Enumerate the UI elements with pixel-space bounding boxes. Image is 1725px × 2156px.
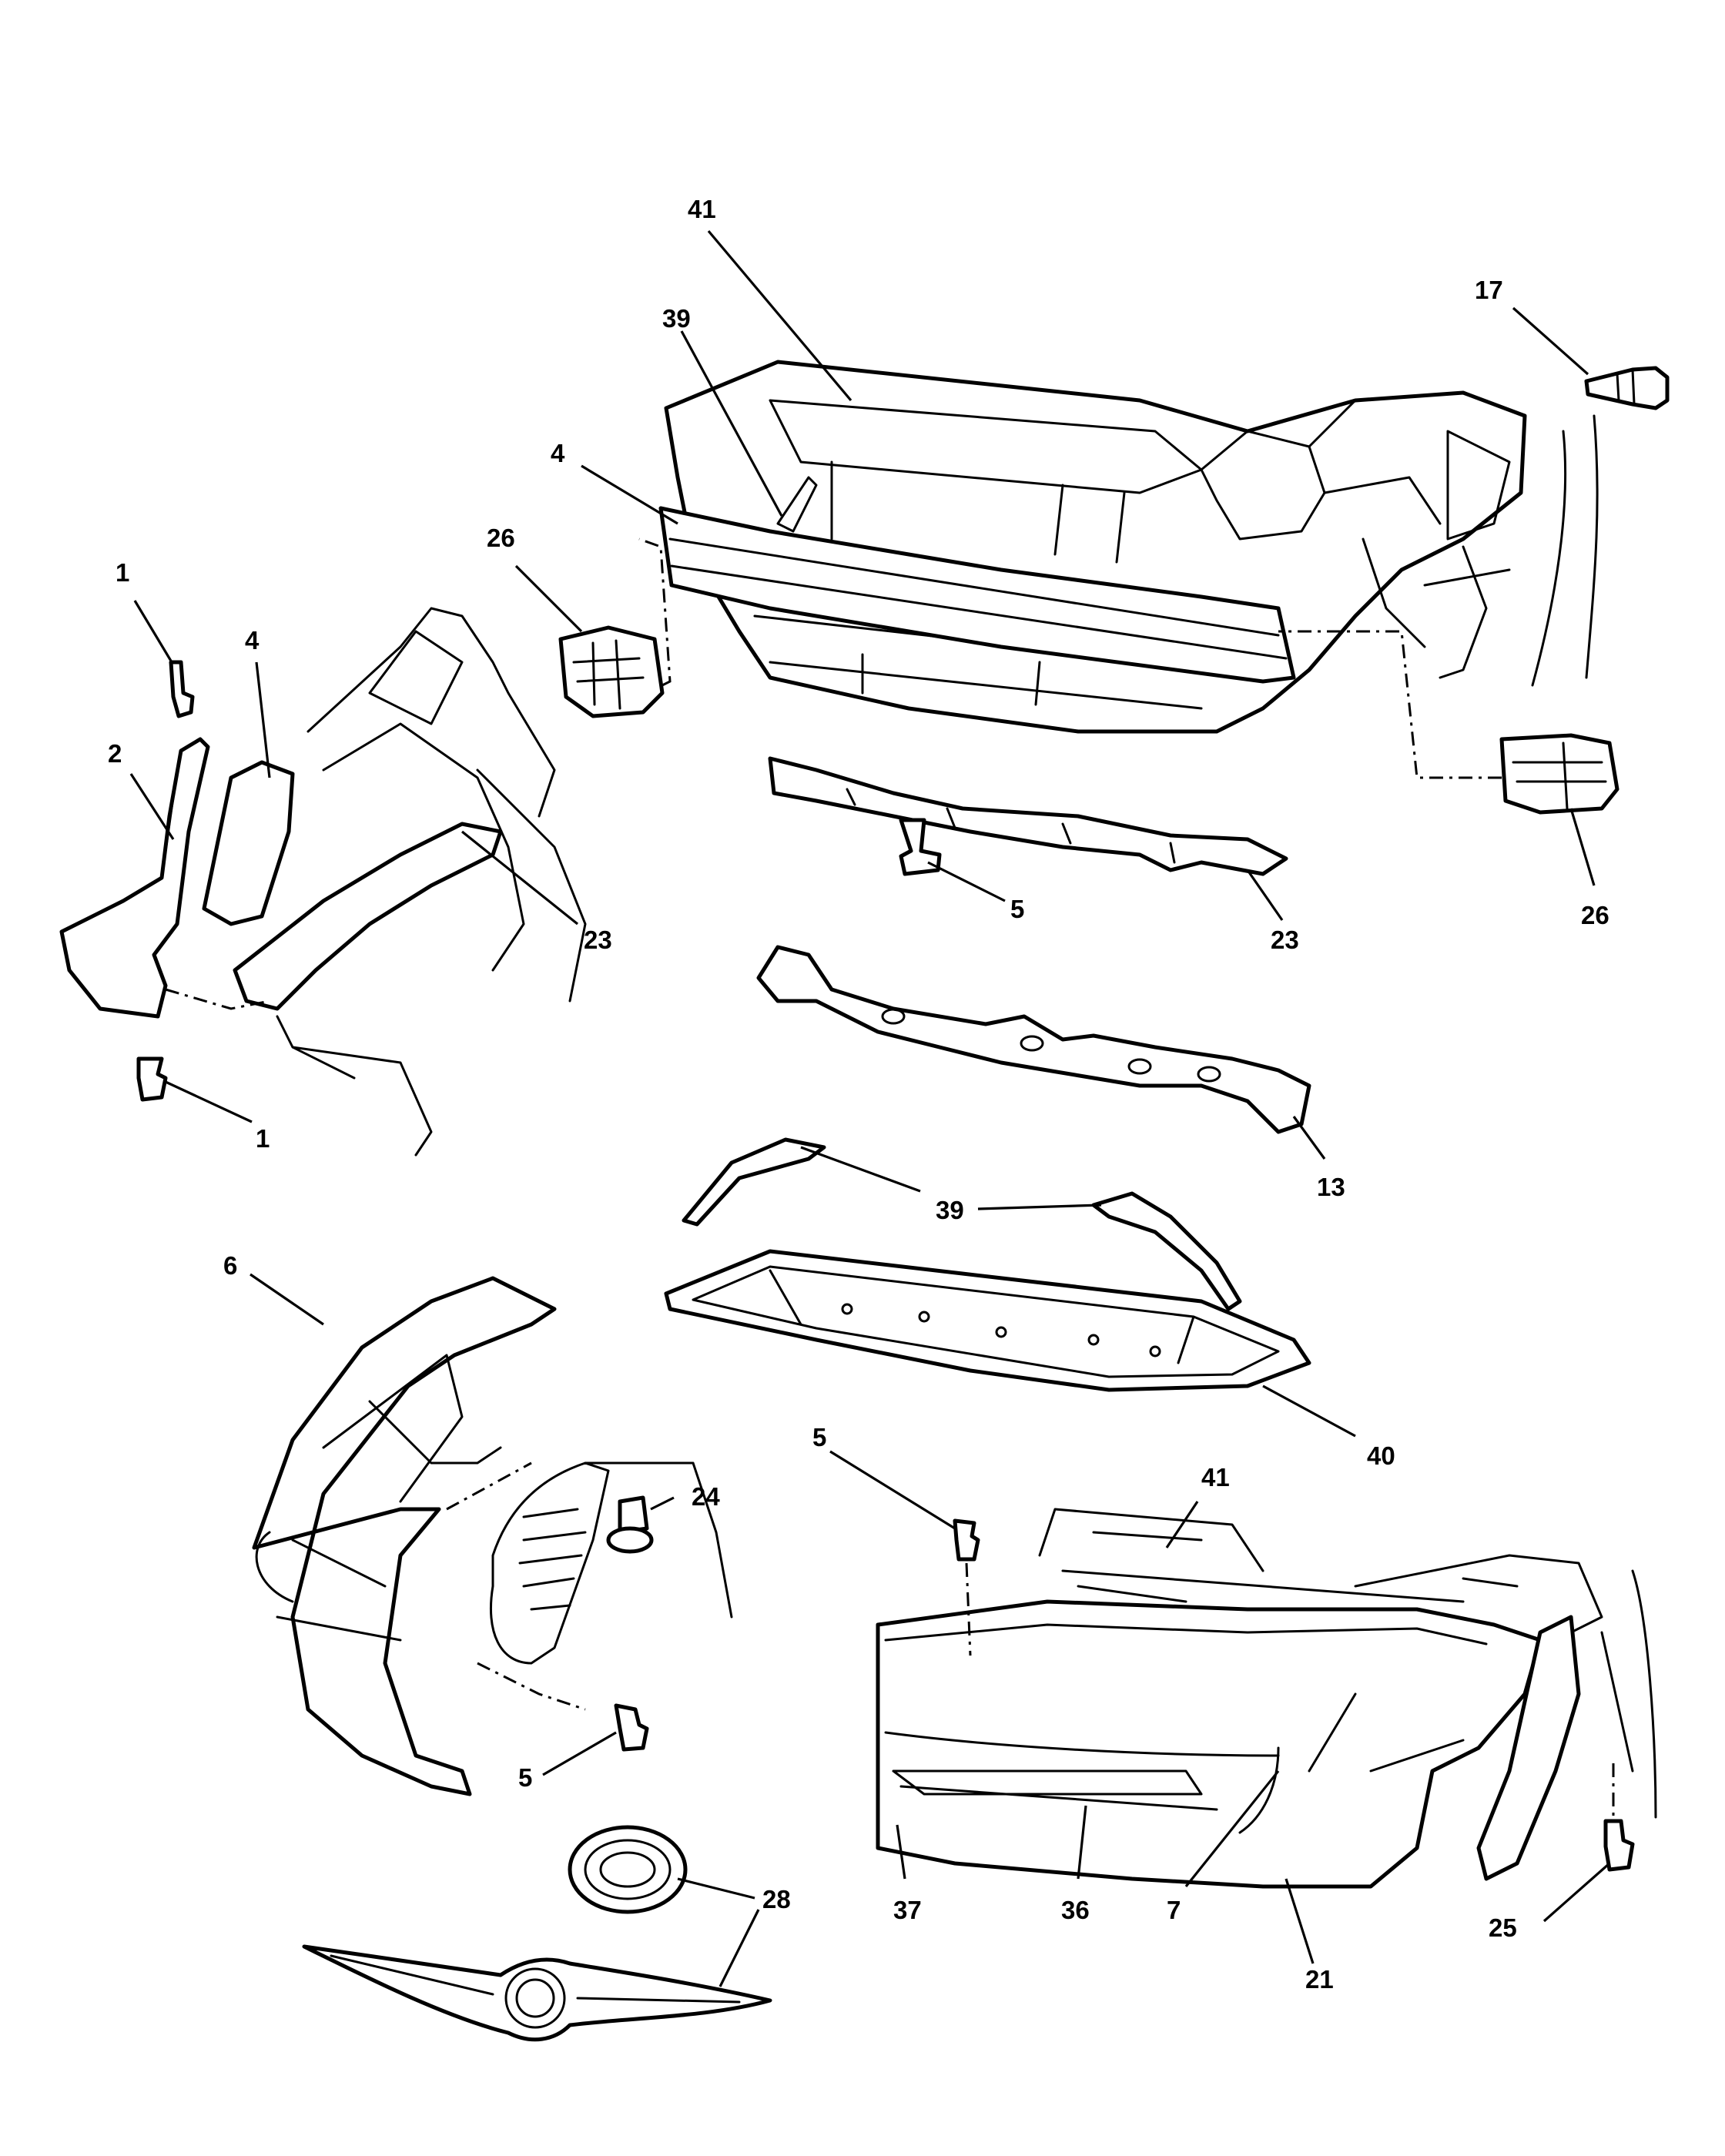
callout-5-upper: 5 xyxy=(1010,895,1024,923)
callout-26-right: 26 xyxy=(1581,901,1609,929)
left-fender-support-inset xyxy=(276,607,587,1157)
callout-24: 24 xyxy=(692,1482,720,1511)
callout-25: 25 xyxy=(1489,1913,1517,1942)
bumper-reinforcement-bar xyxy=(658,506,1296,684)
callout-37: 37 xyxy=(893,1896,922,1924)
callout-6: 6 xyxy=(223,1251,237,1280)
push-pin-fastener-5-upper xyxy=(899,818,942,876)
callout-23-inset: 23 xyxy=(584,926,612,954)
callout-1-upper: 1 xyxy=(116,558,129,587)
hood-emblem-28 xyxy=(568,1825,688,1914)
fender-liner xyxy=(489,1461,733,1665)
callout-41-top: 41 xyxy=(688,195,716,223)
callout-labels: 41 39 17 4 26 1 4 2 23 1 5 23 26 13 39 6… xyxy=(108,195,1609,1994)
callout-23-right: 23 xyxy=(1271,926,1299,954)
leader-lines xyxy=(129,229,1611,1987)
right-fender-edge xyxy=(1600,1569,1657,1819)
callout-2: 2 xyxy=(108,739,122,768)
fascia-support-bracket-23 xyxy=(768,756,1288,876)
callout-5-lower-left: 5 xyxy=(518,1763,532,1792)
fascia-corner-mounting-line xyxy=(446,1461,586,1711)
push-pin-fastener-5-lower-left xyxy=(614,1703,649,1752)
callout-36: 36 xyxy=(1061,1896,1090,1924)
isolator-26-left-mounting-line xyxy=(638,537,672,687)
shield-4-inset xyxy=(202,760,295,926)
push-pin-fastener-17 xyxy=(1584,366,1670,410)
splash-shield-2 xyxy=(59,737,210,1019)
push-pin-fastener-1-lower xyxy=(136,1056,168,1102)
bracket-23-inset xyxy=(233,822,503,1011)
fascia-retainer-bracket-13 xyxy=(756,945,1311,1134)
callout-4-top: 4 xyxy=(551,439,565,467)
push-pin-fastener-5-lower-right xyxy=(953,1518,980,1562)
callout-21: 21 xyxy=(1305,1965,1334,1994)
callout-13: 13 xyxy=(1317,1173,1345,1201)
bracket-39-left xyxy=(682,1137,826,1227)
callout-40: 40 xyxy=(1367,1441,1395,1470)
callout-7: 7 xyxy=(1167,1896,1181,1924)
callout-5-lower-right: 5 xyxy=(812,1423,826,1451)
callout-26-left: 26 xyxy=(487,524,515,552)
callout-1-lower: 1 xyxy=(256,1124,270,1153)
front-fascia-21 xyxy=(876,1508,1603,1889)
callout-4-inset: 4 xyxy=(245,626,260,654)
bracket-39-right xyxy=(1091,1191,1242,1311)
push-pin-fastener-1-upper xyxy=(169,660,195,718)
callout-41-bottom: 41 xyxy=(1201,1463,1230,1491)
callout-17: 17 xyxy=(1475,276,1503,304)
bumper-isolator-26-left xyxy=(558,625,665,718)
callout-28: 28 xyxy=(762,1885,791,1913)
bolt-fastener-24 xyxy=(606,1495,654,1554)
callout-39-top: 39 xyxy=(662,304,691,333)
fascia-side-end xyxy=(1476,1615,1581,1881)
grille-wing-emblem-28 xyxy=(302,1944,772,2042)
callout-39-middle: 39 xyxy=(936,1196,964,1224)
bracket-39-installed xyxy=(776,476,818,533)
fastener-1-alignment-line xyxy=(165,988,270,1010)
push-pin-fastener-25 xyxy=(1603,1819,1635,1872)
lower-air-shield-40 xyxy=(664,1249,1311,1392)
isolator-26-right-mounting-line xyxy=(1278,630,1502,779)
bumper-isolator-26-right xyxy=(1499,733,1619,815)
fascia-corner-6 xyxy=(252,1276,557,1796)
